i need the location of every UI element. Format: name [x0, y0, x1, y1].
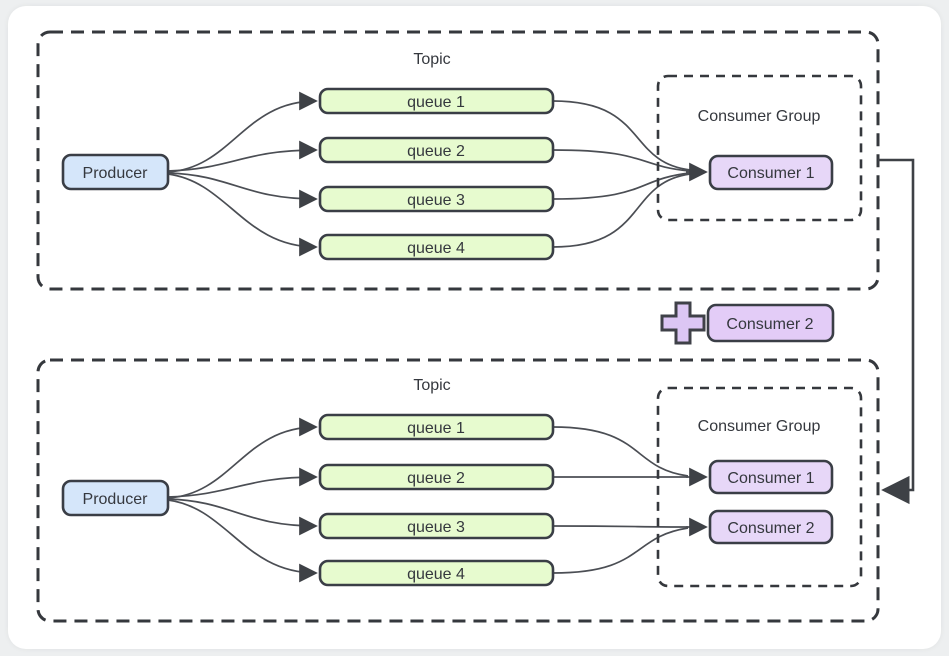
top-consumer-group-box — [656, 74, 863, 222]
top-queue4-box — [318, 233, 555, 261]
bottom-consumer-group-box — [656, 386, 863, 588]
top-queue3-label: queue 3 — [407, 192, 465, 209]
added-consumer2-box — [706, 303, 835, 343]
top-arrow-queue3-consumer1 — [552, 172, 691, 200]
bottom-queue3-label: queue 3 — [407, 519, 465, 536]
bottom-topic-boundary-box — [36, 358, 880, 623]
top-queue4-label: queue 4 — [407, 240, 465, 257]
top-consumer1-box — [708, 154, 834, 191]
top-producer-label: Producer — [83, 165, 149, 182]
bottom-consumer1-label: Consumer 1 — [727, 470, 814, 487]
top-arrow-queue2-consumer1 — [552, 149, 691, 172]
bottom-producer-label: Producer — [83, 491, 149, 508]
top-diagram: Topic Producer queue 1 queue 2 queue 3 q… — [36, 30, 880, 291]
bottom-consumer2-box — [708, 509, 834, 545]
top-consumer1-label: Consumer 1 — [727, 165, 814, 182]
top-producer-box — [61, 153, 170, 191]
bottom-arrow-queue1-consumer1 — [552, 426, 689, 477]
group-rebalance-connector-arrow — [878, 158, 915, 505]
top-arrow-producer-queue3 — [167, 172, 318, 209]
added-consumer2-label: Consumer 2 — [726, 316, 813, 333]
bottom-arrow-queue4-consumer2 — [552, 527, 689, 574]
bottom-arrow-queue3-consumer2 — [552, 525, 689, 528]
bottom-topic-label: Topic — [413, 377, 450, 394]
top-consumer-group-label: Consumer Group — [698, 108, 821, 125]
top-queue3-box — [318, 185, 555, 213]
bottom-queue1-box — [318, 413, 555, 441]
bottom-queue2-box — [318, 463, 555, 491]
bottom-queue4-box — [318, 559, 555, 587]
bottom-arrow-producer-queue2 — [167, 467, 318, 498]
top-arrow-queue4-consumer1 — [552, 173, 691, 248]
plus-icon — [660, 301, 706, 345]
bottom-arrow-producer-queue4 — [167, 499, 318, 583]
top-arrow-producer-queue1 — [167, 91, 318, 173]
bottom-diagram: Topic Producer queue 1 queue 2 queue 3 q… — [36, 358, 880, 623]
bottom-queue4-label: queue 4 — [407, 566, 465, 583]
top-queue2-label: queue 2 — [407, 143, 465, 160]
top-topic-label: Topic — [413, 51, 450, 68]
bottom-arrow-producer-queue1 — [167, 417, 318, 499]
top-queue1-label: queue 1 — [407, 94, 465, 111]
top-arrow-producer-queue2 — [167, 140, 318, 172]
bottom-queue3-box — [318, 512, 555, 540]
bottom-arrow-producer-queue3 — [167, 498, 318, 536]
top-arrow-queue1-consumer1 — [552, 100, 691, 171]
top-queue2-box — [318, 136, 555, 164]
top-arrow-producer-queue4 — [167, 173, 318, 257]
bottom-consumer-group-label: Consumer Group — [698, 418, 821, 435]
bottom-consumer1-box — [708, 459, 834, 495]
bottom-producer-box — [61, 479, 170, 517]
bottom-queue1-label: queue 1 — [407, 420, 465, 437]
bottom-consumer2-label: Consumer 2 — [727, 520, 814, 537]
top-queue1-box — [318, 87, 555, 115]
middle-add-consumer: Consumer 2 — [660, 301, 835, 345]
bottom-queue2-label: queue 2 — [407, 470, 465, 487]
